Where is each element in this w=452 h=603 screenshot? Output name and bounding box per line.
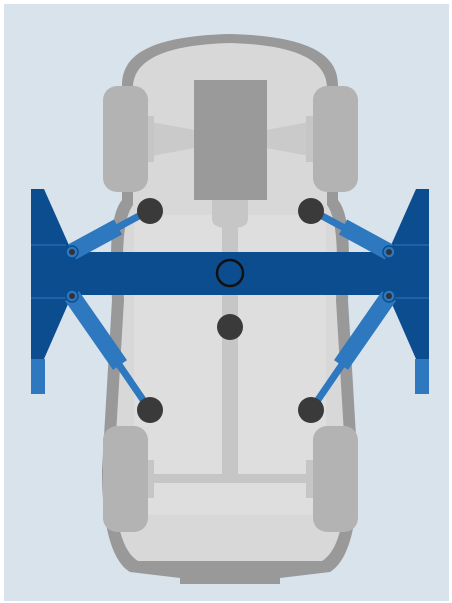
- car: [102, 34, 358, 584]
- wheel-front-left: [103, 86, 148, 192]
- lift-post-right: [388, 189, 429, 359]
- lift-post-left-foot: [31, 359, 45, 394]
- center-of-gravity-marker: [217, 314, 243, 340]
- wheel-front-right: [313, 86, 358, 192]
- center-pivot-ring: [215, 258, 245, 288]
- wheel-rear-right: [313, 426, 358, 532]
- engine-block: [194, 80, 267, 200]
- lift-post-left: [31, 189, 72, 359]
- lift-arm-rear-right: [307, 291, 396, 414]
- rear-axle: [150, 474, 310, 483]
- lift-pad-rear-right[interactable]: [298, 397, 324, 423]
- lift-pad-front-right[interactable]: [298, 198, 324, 224]
- lift-pad-front-left[interactable]: [137, 198, 163, 224]
- lift-pad-rear-left[interactable]: [137, 397, 163, 423]
- lift-arm-rear-left: [65, 291, 154, 414]
- lift-post-right-foot: [415, 359, 429, 394]
- lift-arm-front-left: [67, 206, 154, 260]
- lift: [31, 189, 429, 423]
- lift-cross-beam: [68, 252, 392, 295]
- lift-arm-front-right: [307, 206, 394, 260]
- transmission: [212, 200, 248, 228]
- wheel-rear-left: [103, 426, 148, 532]
